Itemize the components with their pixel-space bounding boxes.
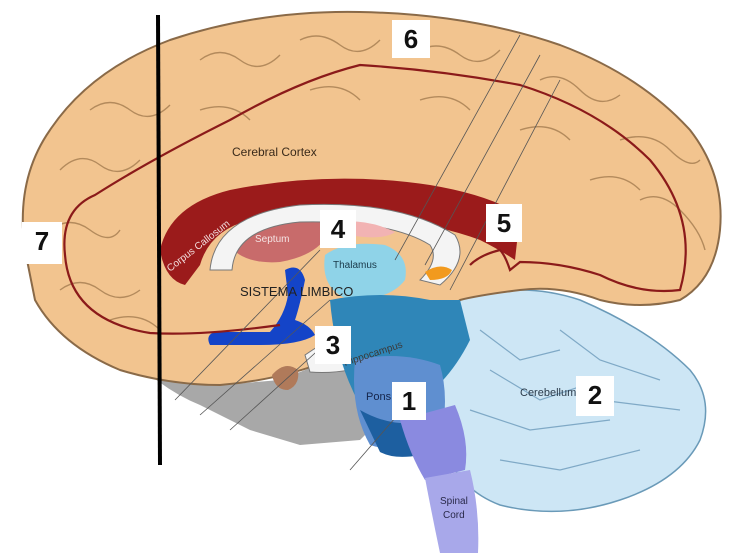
number-7: 7 (22, 222, 62, 264)
number-3: 3 (315, 326, 351, 364)
label-thalamus: Thalamus (333, 260, 377, 271)
label-sistema-limbico: SISTEMA LIMBICO (240, 284, 353, 299)
number-2: 2 (576, 376, 614, 416)
number-1: 1 (392, 382, 426, 420)
number-5: 5 (486, 204, 522, 242)
label-cerebral-cortex: Cerebral Cortex (232, 145, 317, 159)
section-line (158, 15, 160, 465)
number-4: 4 (320, 210, 356, 248)
label-septum: Septum (255, 234, 289, 245)
label-cerebellum: Cerebellum (520, 387, 576, 399)
label-cord: Cord (443, 510, 465, 521)
label-spinal: Spinal (440, 496, 468, 507)
cerebellum (438, 290, 706, 511)
number-6: 6 (392, 20, 430, 58)
label-pons: Pons (366, 391, 392, 403)
